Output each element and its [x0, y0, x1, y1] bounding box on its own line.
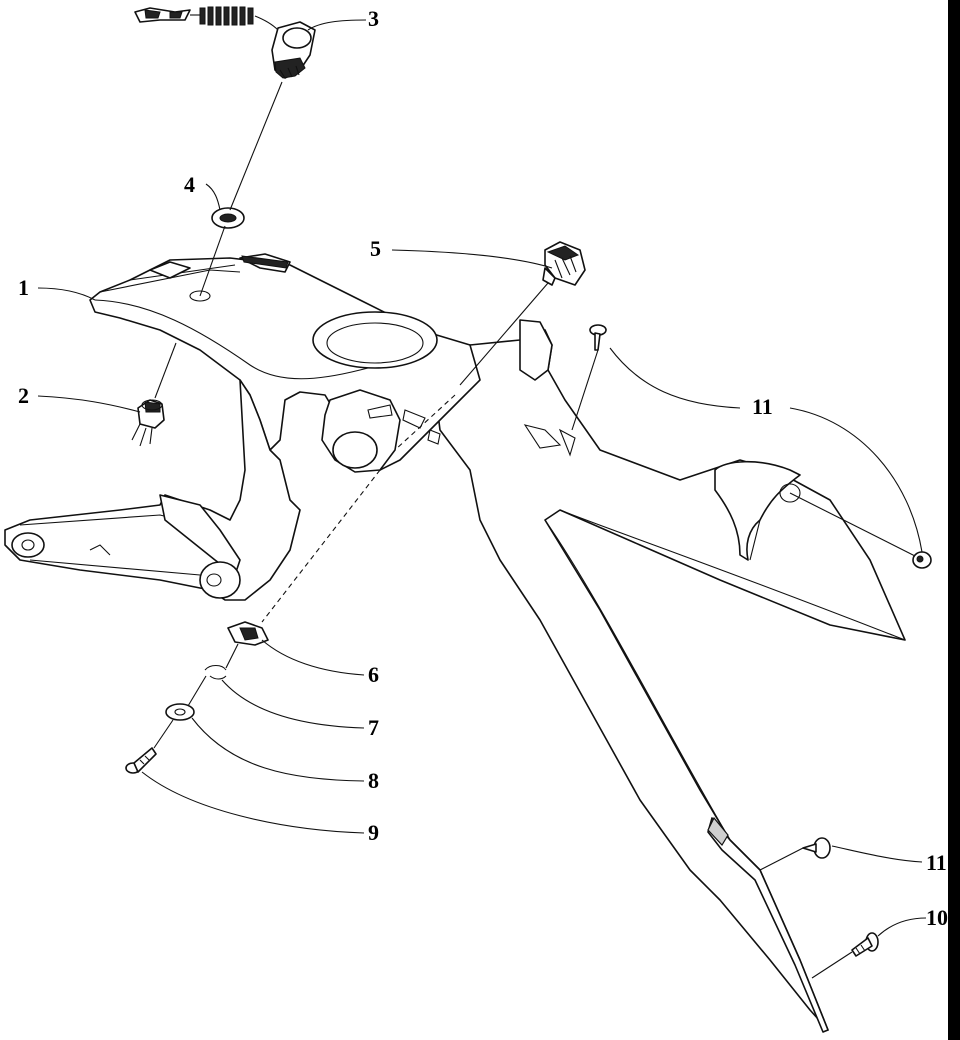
screw-lower-part [851, 932, 879, 957]
callout-1: 1 [18, 275, 29, 300]
nut-part [227, 621, 269, 646]
screw-upper-part [589, 324, 607, 351]
explosion-lines [153, 81, 916, 979]
clip-right-part [912, 551, 932, 569]
callout-5: 5 [370, 236, 381, 261]
tether-key-part [134, 6, 316, 79]
callout-4: 4 [184, 172, 195, 197]
callout-10: 10 [926, 905, 948, 930]
edge-bar [948, 0, 960, 1040]
support-bracket [4, 379, 301, 601]
callout-3: 3 [368, 6, 379, 31]
lock-washer-part [204, 664, 227, 680]
callout-leaders [37, 19, 927, 937]
bolt-part [125, 747, 157, 774]
callout-6: 6 [368, 662, 379, 687]
rivet-lower-part [802, 837, 831, 859]
callout-2: 2 [18, 383, 29, 408]
callout-7: 7 [368, 715, 379, 740]
switch-part [131, 399, 165, 447]
callout-11-upper: 11 [752, 394, 773, 419]
flat-washer-part [165, 703, 195, 721]
knob-part [542, 241, 586, 286]
callout-8: 8 [368, 768, 379, 793]
hood-panel [89, 253, 481, 473]
callout-9: 9 [368, 820, 379, 845]
side-panel [429, 319, 906, 1033]
callout-11-lower: 11 [926, 850, 947, 875]
grommet-part [211, 207, 245, 229]
